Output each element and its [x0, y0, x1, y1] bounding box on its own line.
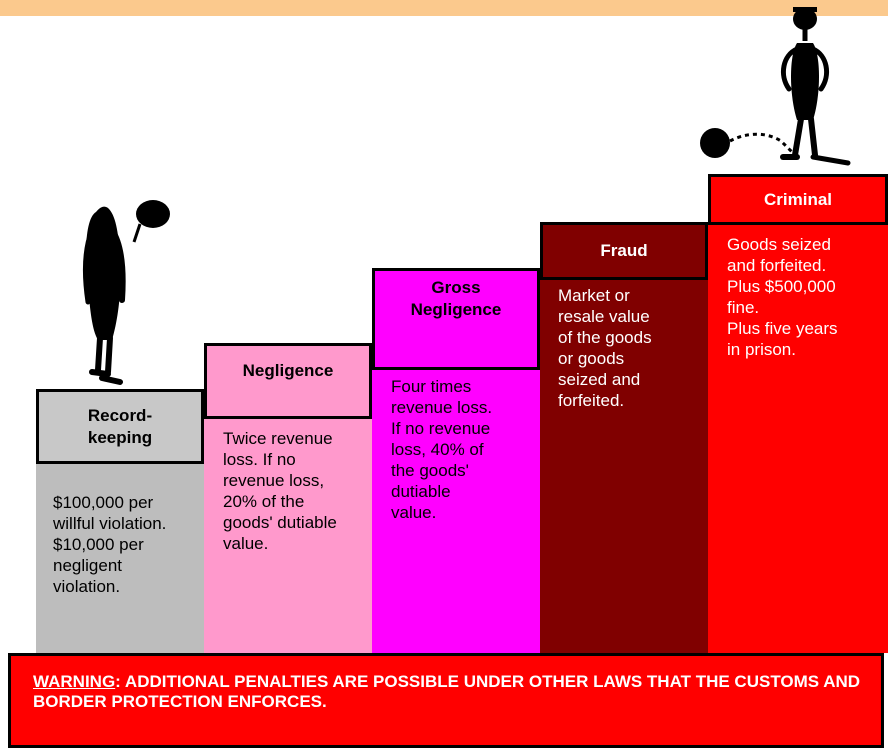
criminal-column	[708, 222, 888, 653]
negligence-penalty: Twice revenue loss. If no revenue loss, …	[223, 429, 337, 553]
gross-negligence-penalty: Four times revenue loss. If no revenue l…	[391, 377, 493, 522]
gross-negligence-header: Gross Negligence	[372, 268, 540, 370]
fraud-column	[540, 277, 708, 653]
warning-keyword: WARNING	[33, 672, 116, 691]
recordkeeping-penalty: $100,000 per willful violation. $10,000 …	[53, 493, 167, 596]
criminal-title: Criminal	[763, 189, 833, 209]
recordkeeping-title: Record- keeping	[87, 405, 153, 447]
prisoner-figure-icon	[700, 7, 851, 166]
negligence-header: Negligence	[204, 343, 372, 419]
recordkeeping-header: Record- keeping	[36, 389, 204, 464]
fraud-header: Fraud	[540, 222, 708, 280]
fraud-penalty: Market or resale value of the goods or g…	[558, 286, 652, 410]
dejected-figure-icon	[82, 200, 170, 385]
gross-negligence-title: Gross Negligence	[410, 278, 502, 319]
negligence-column	[204, 416, 372, 653]
warning-box: WARNING: ADDITIONAL PENALTIES ARE POSSIB…	[8, 653, 884, 748]
warning-text: : ADDITIONAL PENALTIES ARE POSSIBLE UNDE…	[33, 672, 861, 711]
fraud-title: Fraud	[600, 241, 648, 260]
criminal-penalty: Goods seized and forfeited. Plus $500,00…	[727, 235, 838, 359]
top-bar	[0, 0, 888, 16]
gross-negligence-column	[372, 367, 540, 653]
criminal-header: Criminal	[708, 174, 888, 225]
negligence-title: Negligence	[242, 361, 334, 380]
recordkeeping-column	[36, 461, 204, 653]
